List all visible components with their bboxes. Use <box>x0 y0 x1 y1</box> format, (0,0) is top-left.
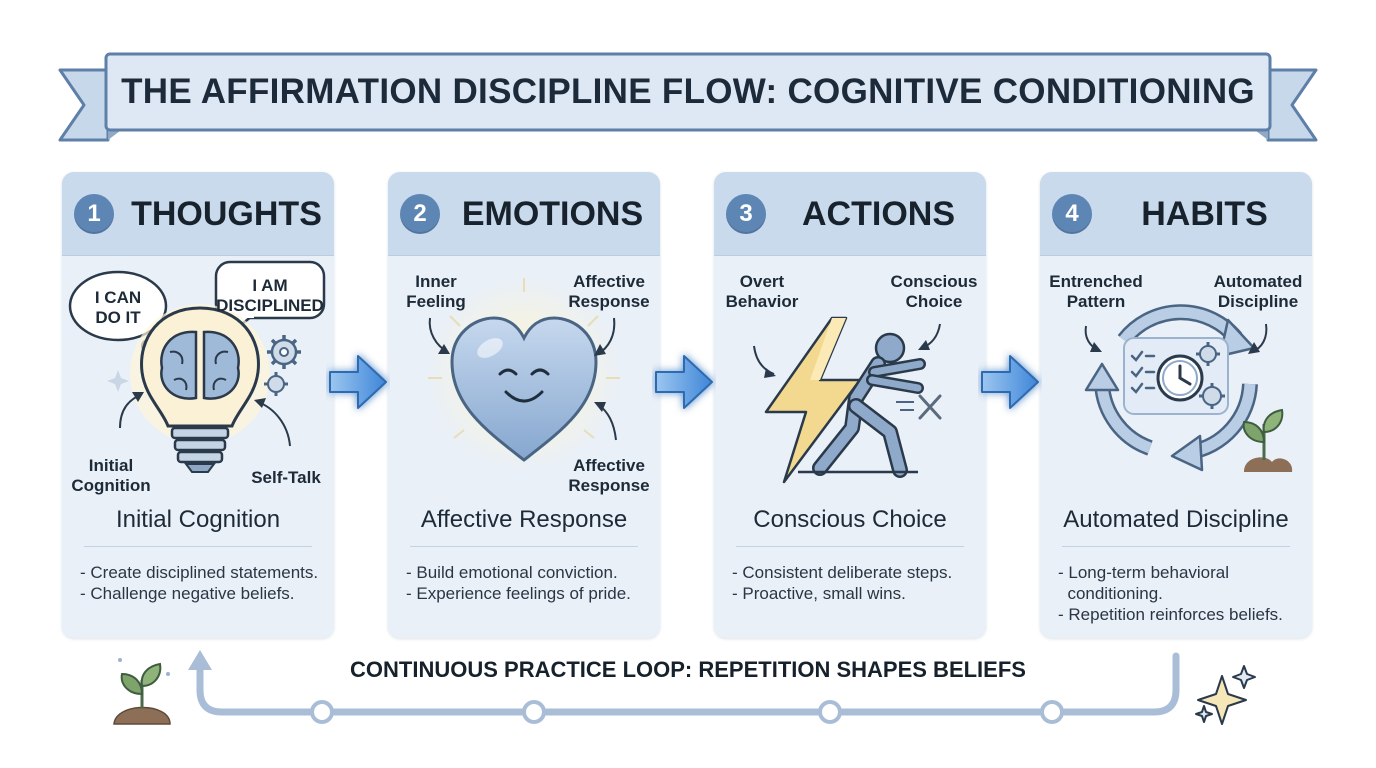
step-header: 2 EMOTIONS <box>388 172 660 256</box>
step-title: THOUGHTS <box>131 194 322 233</box>
bullet-item: - Build emotional conviction. <box>406 563 618 582</box>
bullet-item: - Challenge negative beliefs. <box>80 584 295 603</box>
gear-icon <box>264 372 288 396</box>
step-subtitle: Automated Discipline <box>1063 506 1289 533</box>
step-subtitle: Conscious Choice <box>753 506 947 533</box>
label-self-talk: Self-Talk <box>251 468 321 487</box>
step-header: 4 HABITS <box>1040 172 1312 256</box>
step-title: EMOTIONS <box>461 194 644 233</box>
bullet-item: - Create disciplined statements. <box>80 563 319 582</box>
flow-arrow-icon <box>655 355 713 409</box>
step-bullets: - Consistent deliberate steps. - Proacti… <box>732 562 976 604</box>
page-title: THE AFFIRMATION DISCIPLINE FLOW: COGNITI… <box>121 72 1255 111</box>
seedling-icon <box>113 658 171 725</box>
sparkle-icon <box>1195 665 1256 725</box>
card-divider <box>410 546 638 547</box>
gear-icon <box>267 335 301 369</box>
lightning-figure-icon <box>753 316 942 484</box>
step-title: HABITS <box>1141 194 1268 233</box>
cycle-clock-icon <box>1084 304 1293 472</box>
flow-arrow-icon <box>329 355 387 409</box>
loop-node <box>310 700 1064 724</box>
step-card-habits: 4 HABITS <box>1040 172 1312 638</box>
flow-arrow-icon <box>981 355 1039 409</box>
card-divider <box>736 546 964 547</box>
bullet-item: - Proactive, small wins. <box>732 584 906 603</box>
step-bullets: - Create disciplined statements. - Chall… <box>80 562 324 604</box>
bullet-item: - Experience feelings of pride. <box>406 584 631 603</box>
title-banner <box>58 52 1318 142</box>
seedling-icon <box>1242 408 1293 472</box>
bullet-item: - Consistent deliberate steps. <box>732 563 953 582</box>
card-divider <box>1062 546 1290 547</box>
step-bullets: - Build emotional conviction. - Experien… <box>406 562 650 604</box>
bullet-item: - Repetition reinforces beliefs. <box>1058 605 1283 624</box>
step-subtitle: Initial Cognition <box>115 506 281 533</box>
step-number-badge: 1 <box>74 194 114 234</box>
step-header: 3 ACTIONS <box>714 172 986 256</box>
step-card-thoughts: 1 THOUGHTS <box>62 172 334 638</box>
bullet-item: - Long-term behavioral conditioning. <box>1058 563 1230 603</box>
practice-loop <box>113 650 1256 725</box>
step-bullets: - Long-term behavioral conditioning. - R… <box>1058 562 1302 625</box>
step-number-badge: 3 <box>726 194 766 234</box>
smiling-heart-icon <box>426 276 622 472</box>
step-header: 1 THOUGHTS <box>62 172 334 256</box>
step-number-badge: 4 <box>1052 194 1092 234</box>
step-title: ACTIONS <box>802 194 955 233</box>
step-card-emotions: 2 EMOTIONS <box>388 172 660 638</box>
step-number-badge: 2 <box>400 194 440 234</box>
step-subtitle: Affective Response <box>420 506 628 533</box>
card-divider <box>84 546 312 547</box>
lightbulb-brain-icon <box>68 260 326 473</box>
loop-label: CONTINUOUS PRACTICE LOOP: REPETITION SHA… <box>350 657 1026 682</box>
